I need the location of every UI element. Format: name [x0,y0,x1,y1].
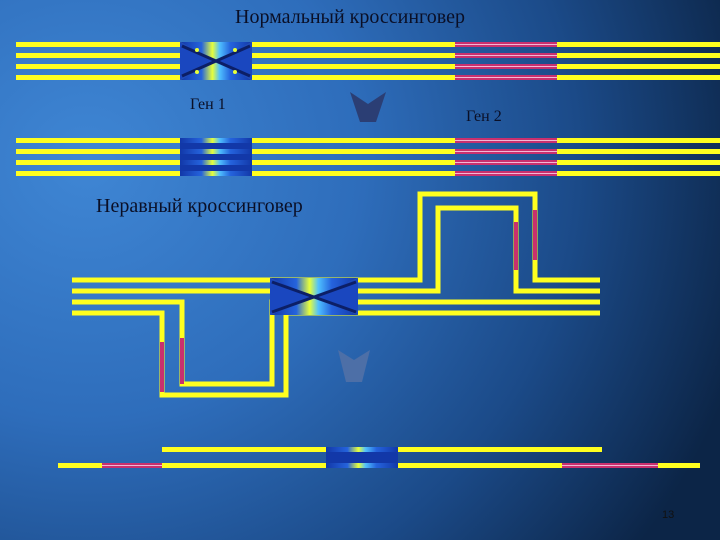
gene1-highlight [233,70,237,74]
gene1-region [180,138,252,176]
gene1-block [270,278,358,298]
chromatid-strand [16,42,720,47]
gene2-region [455,42,557,80]
chromatid-strand [16,149,720,154]
chromatid-strand [16,160,720,165]
chromatid-strand [16,64,720,69]
chromatid-strand [72,205,600,294]
gene1-gap [180,143,252,149]
gene1-block [180,149,252,154]
gene1-gap [326,452,398,463]
gene1-unequal-crossing [270,278,358,315]
gene1-block [270,296,358,315]
gene1-block [180,42,252,62]
gene1-block [180,160,252,165]
normal-crossover-title: Нормальный кроссинговер [235,6,465,28]
down-arrow-icon [350,92,386,122]
gene1-highlight [195,48,199,52]
chromatid-strand [16,171,720,176]
gene1-gap [180,165,252,171]
gene2-band [160,342,164,392]
gene2-band [514,222,518,270]
chromatid-strand [72,191,600,283]
gene1-block [314,278,358,315]
unequal-crossover-title: Неравный кроссинговер [96,195,303,217]
bottom-chromatid-pair [16,138,720,176]
gene1-block [180,42,216,80]
gene1-block [180,60,252,80]
gene1-highlight [233,48,237,52]
gene2-loop-bands [160,210,537,392]
gene1-block [216,42,252,80]
gene1-label: Ген 1 [190,96,226,113]
cross-line [271,280,357,314]
gene1-crossing [180,42,252,80]
gene1-highlight [195,70,199,74]
down-arrow-icon [338,350,370,382]
chromatid-strand [16,75,720,80]
cross-line [181,44,251,78]
gene2-region [455,138,557,176]
chromatid-strand [72,310,600,398]
result-chromatids [58,447,700,468]
gene1-block [270,278,314,315]
gene2-band [180,338,184,384]
chromatid-strand [16,138,720,143]
slide-number: 13 [662,509,675,521]
gene1-block [180,138,252,143]
gene1-block [326,463,398,468]
gene2-band [533,210,537,260]
gene2-label: Ген 2 [466,108,502,125]
top-chromatid-pair [16,42,720,80]
chromatid-strand [16,53,720,58]
gene1-block [180,171,252,176]
gene1-block [326,447,398,452]
gene1-gap [180,154,252,160]
